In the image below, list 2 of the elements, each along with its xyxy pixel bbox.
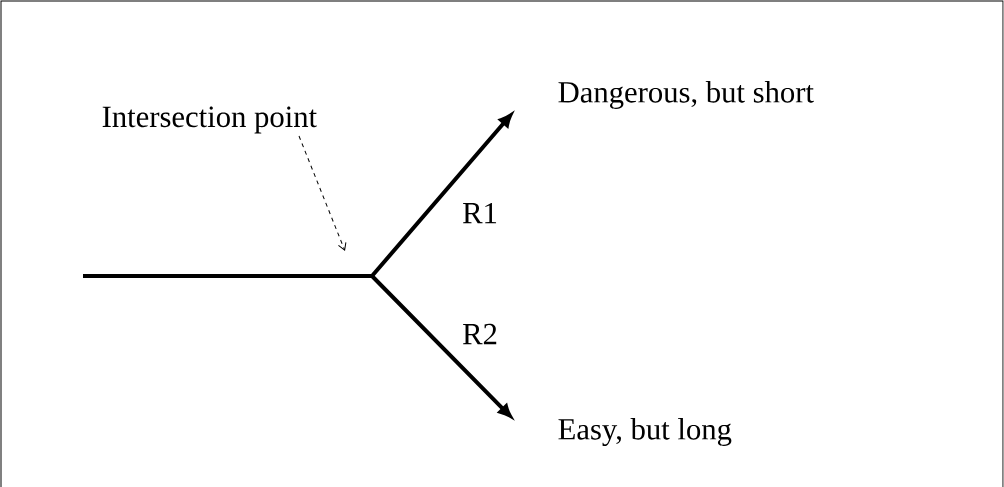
text-label: Easy, but long — [558, 418, 732, 446]
text-label: Dangerous, but short — [558, 81, 814, 109]
